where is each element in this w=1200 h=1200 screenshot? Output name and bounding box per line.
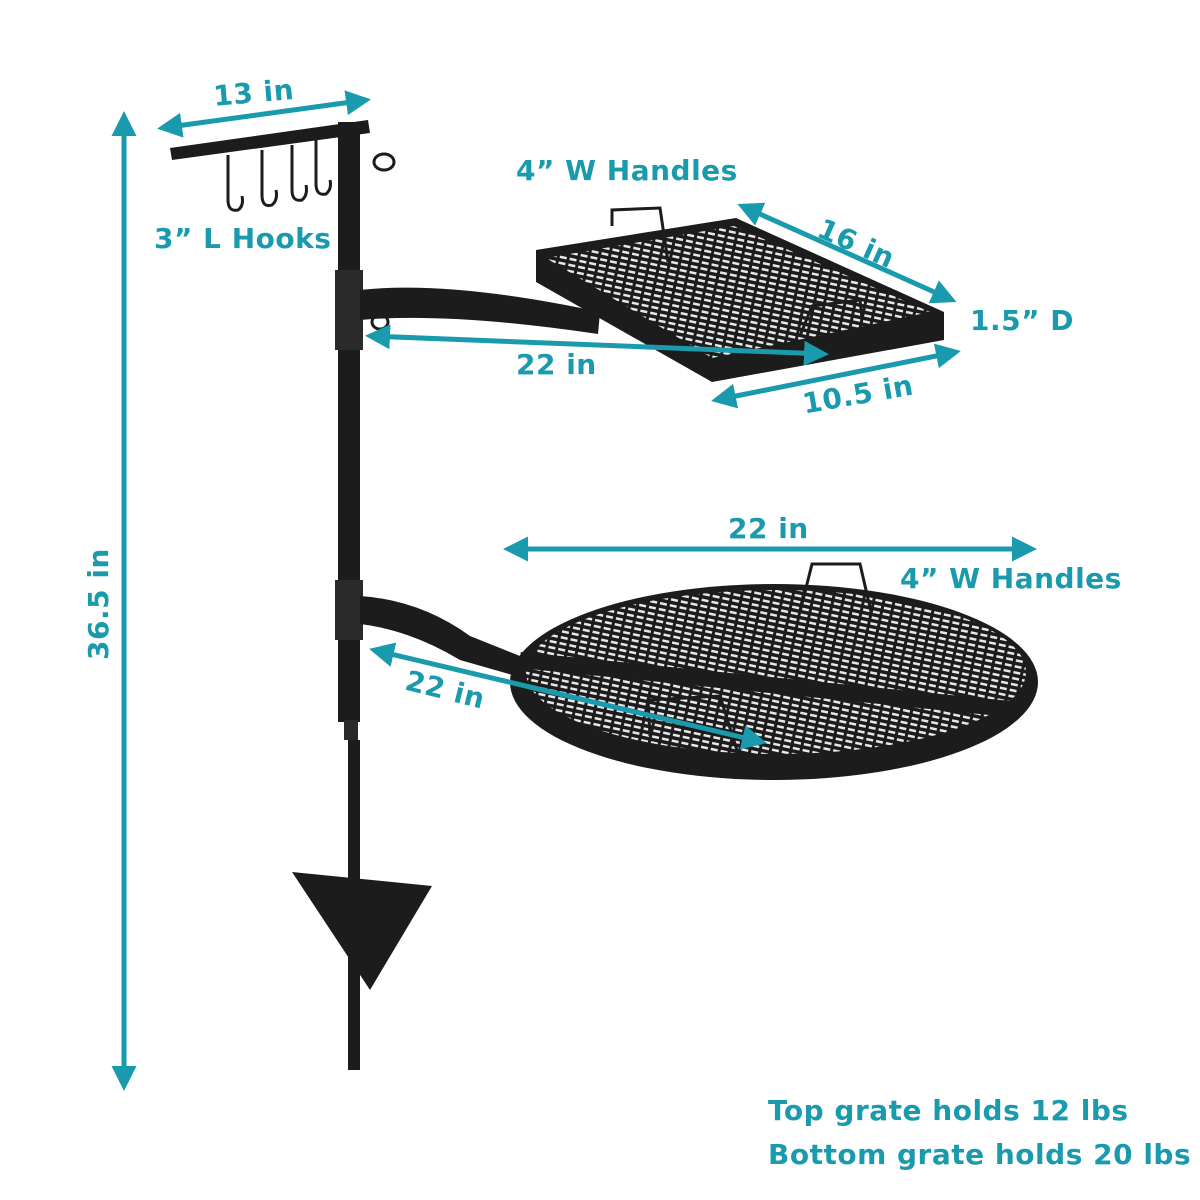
top-grate-width-arrow bbox=[711, 343, 961, 409]
top-arm-reach-label: 22 in bbox=[516, 348, 597, 381]
bottom-arm-reach-arrow bbox=[369, 642, 767, 750]
bottom-handles-label: 4” W Handles bbox=[900, 562, 1122, 595]
hook-bar-width-label: 13 in bbox=[212, 72, 296, 113]
hooks-label: 3” L Hooks bbox=[154, 222, 332, 255]
hook-bar bbox=[170, 120, 396, 212]
top-grate-depth-label: 1.5” D bbox=[970, 304, 1074, 337]
top-handles-label: 4” W Handles bbox=[516, 154, 738, 187]
top-grate-length-arrow bbox=[737, 202, 957, 304]
overall-height-label: 36.5 in bbox=[82, 548, 115, 660]
dimension-arrows bbox=[111, 90, 1037, 1091]
hook-bar-arrow bbox=[157, 90, 371, 138]
bottom-diameter-label: 22 in bbox=[728, 512, 809, 545]
bottom-capacity-label: Bottom grate holds 20 lbs bbox=[768, 1138, 1192, 1171]
top-capacity-label: Top grate holds 12 lbs bbox=[768, 1094, 1129, 1127]
main-pole bbox=[292, 122, 432, 1070]
